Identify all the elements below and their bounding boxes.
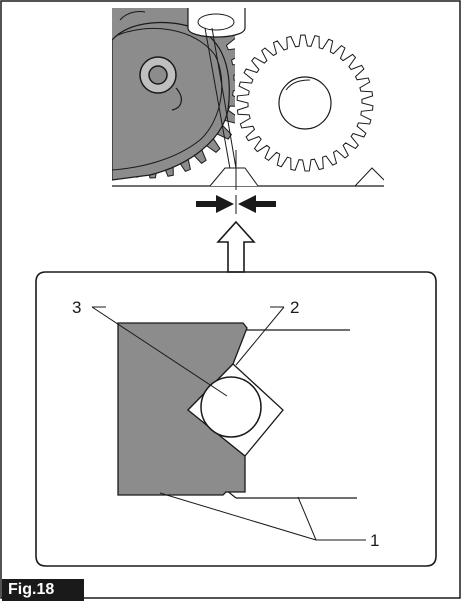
arrow-right-icon bbox=[196, 195, 234, 213]
callout-2: 2 bbox=[290, 298, 299, 317]
detail-frame bbox=[35, 271, 437, 567]
gear-illustration bbox=[112, 8, 384, 190]
leader-1a bbox=[159, 492, 317, 541]
arrow-up-icon bbox=[216, 220, 256, 273]
pin-circle bbox=[200, 376, 262, 438]
leader-2 bbox=[235, 306, 285, 366]
arrow-left-icon bbox=[238, 195, 276, 213]
callout-3: 3 bbox=[72, 298, 81, 317]
detail-view: 3 2 1 bbox=[72, 298, 379, 550]
leader-1b bbox=[297, 496, 317, 541]
leader-3 bbox=[91, 306, 228, 397]
callout-1: 1 bbox=[370, 531, 379, 550]
figure-label: Fig.18 bbox=[2, 579, 84, 601]
gear-bore bbox=[278, 76, 332, 130]
gap-indicator bbox=[196, 195, 276, 214]
